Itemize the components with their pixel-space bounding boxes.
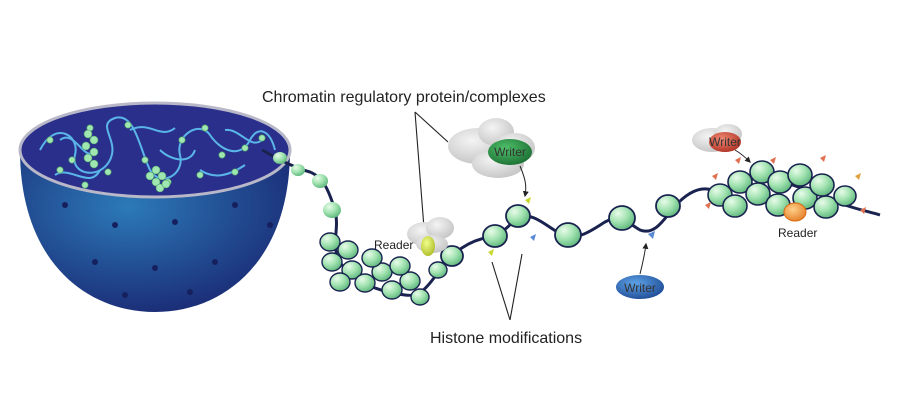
- writer-top-group: Writer: [448, 118, 535, 198]
- reader-yellow: [421, 236, 435, 256]
- heterochromatin-left: [319, 232, 448, 306]
- reader-left-label: Reader: [374, 238, 413, 252]
- writer-bottom-label: Writer: [624, 281, 656, 295]
- writer-green: [488, 139, 532, 165]
- writer-top-label: Writer: [494, 145, 526, 159]
- reader-right-group: Reader: [778, 202, 817, 240]
- arrow-writer-right: [734, 149, 751, 163]
- arrow-writer-top: [519, 165, 529, 198]
- callout-lines: [414, 111, 523, 321]
- writer-red: [709, 132, 741, 152]
- dense-cluster: [81, 129, 171, 193]
- writer-right-group: Writer: [692, 124, 751, 163]
- reader-left-group: Reader: [374, 217, 454, 256]
- arrow-writer-bottom: [639, 242, 649, 275]
- histone-modifications-label: Histone modifications: [430, 330, 582, 347]
- reader-orange: [783, 202, 807, 222]
- reader-right-label: Reader: [778, 226, 817, 240]
- heterochromatin-right: [707, 160, 857, 219]
- nuclear-pores: [62, 202, 273, 298]
- chromatin-regulatory-label: Chromatin regulatory protein/complexes: [262, 89, 546, 106]
- writer-right-label: Writer: [709, 135, 741, 149]
- writer-blue: [616, 275, 664, 299]
- fiber-nucleosomes: [273, 152, 341, 218]
- nucleus: [18, 101, 292, 312]
- writer-bottom-group: Writer: [616, 242, 664, 299]
- histone-mark-flags: [488, 155, 866, 256]
- euchromatin-nucleosomes: [440, 194, 681, 267]
